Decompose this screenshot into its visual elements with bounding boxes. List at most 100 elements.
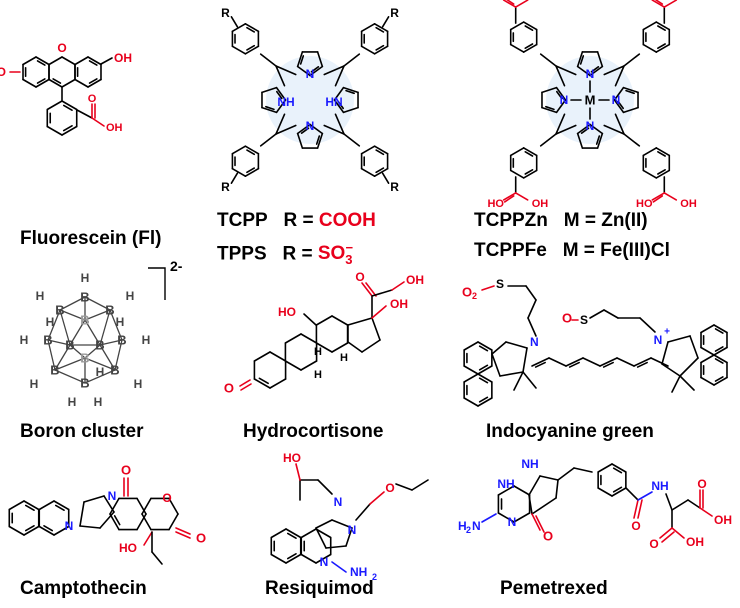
tcpp-metal-structure: NNNNMHOOHHOOHHOOHHOOH [487,0,697,210]
bond [296,132,304,149]
bond [343,133,361,147]
bond [334,113,345,135]
atom-label: H [116,315,125,329]
atom-label: HO [283,451,301,465]
bond [625,89,635,95]
bond [481,285,495,291]
sulfonate-label-left: O [462,285,472,300]
bond [657,169,666,175]
bond [53,525,70,536]
bond [46,125,63,136]
bond [151,551,163,565]
bond [371,289,393,297]
bond [661,363,681,377]
atom-label: H [81,271,90,285]
bond [478,377,489,384]
bond [316,51,324,68]
atom-label: O [649,537,658,551]
bond [633,499,639,519]
bond [360,145,376,155]
bond [239,379,251,387]
bond [522,371,537,389]
bond [689,335,699,359]
bond [539,133,557,147]
bond [513,512,531,523]
atom-subscript: 2 [372,572,377,582]
atom-label: NH [521,457,538,471]
bond [109,309,123,341]
bond [88,78,98,84]
bond [315,342,333,353]
bond [285,553,302,564]
bond [59,296,86,311]
bond [687,499,701,509]
bond [524,151,534,157]
bond [663,0,678,8]
bond [114,339,123,371]
bond [514,0,529,8]
atom-subscript: 2 [472,291,477,301]
bond [633,357,652,367]
bond [555,124,577,135]
bond [555,113,566,135]
atom-label: H [30,377,39,391]
bond [714,346,724,352]
bond [87,56,102,66]
tpps-r-label: R = [282,243,318,265]
bond [175,527,191,535]
atom-label: N [586,67,595,81]
caption-camptothecin: Camptothecin [20,578,147,599]
bond [612,486,623,493]
bond [713,376,728,386]
atom-label: OH [680,0,697,2]
bond [87,78,102,88]
atom-label: O [0,65,6,79]
bond [505,341,528,349]
bond [524,25,534,32]
bond [361,339,381,353]
bond [261,86,278,94]
bond [315,519,333,529]
bond [253,351,271,362]
tcppfe-metal: M = Fe(III)Cl [562,240,670,261]
bond [555,65,577,76]
bond [35,78,50,88]
bond [88,60,98,66]
atom-label: B [80,313,89,328]
bond [175,531,191,539]
bond [671,499,689,511]
bond [700,376,715,386]
bond [296,65,311,77]
bond [54,344,71,371]
caption-fluorescein: Fluorescein (Fl) [20,228,162,249]
bond [611,463,627,473]
bond [639,317,656,333]
bond [373,22,389,33]
atom-label: NH [651,479,668,493]
atom-label: N [65,519,74,533]
bond [514,192,529,201]
atom-label: N [586,119,595,133]
bond [275,124,297,135]
charge-bracket [148,267,166,300]
bond [259,133,277,147]
bond [69,319,86,346]
bond [522,169,538,179]
bond [477,341,493,351]
bond [527,299,537,319]
bond [477,397,493,407]
bond [477,365,493,375]
atom-label: R [390,6,399,20]
bond [345,89,355,95]
bond [24,504,35,511]
bond [655,147,671,157]
tcppzn-metal: M = Zn(II) [563,210,648,231]
bond [83,495,105,503]
bond [315,135,321,145]
atom-label: B [80,290,89,305]
bond [360,167,376,177]
bond [616,357,635,367]
bond [246,44,256,51]
